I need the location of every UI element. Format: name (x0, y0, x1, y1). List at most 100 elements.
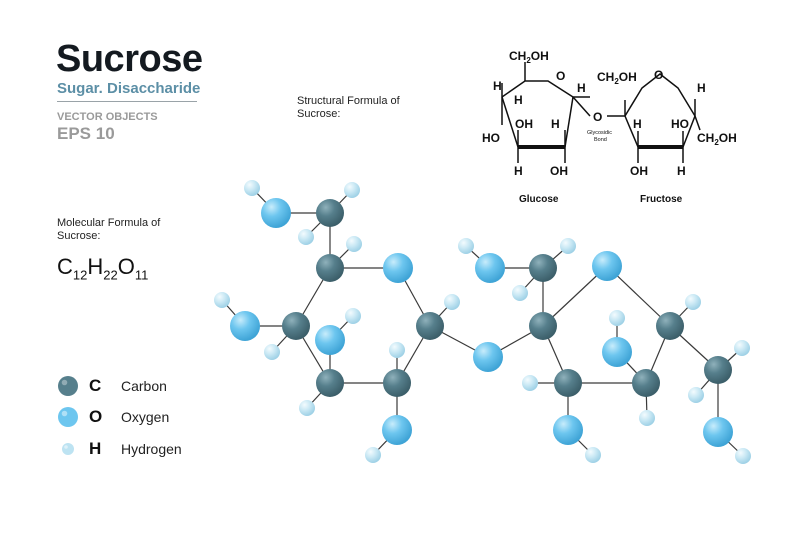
fructose-h-label: H (633, 117, 642, 131)
oxygen-atom (261, 198, 291, 228)
hydrogen-atom (444, 294, 460, 310)
legend-symbol: C (89, 376, 102, 395)
legend-item-carbon: C Carbon (57, 376, 217, 398)
formula-carbon: C (57, 254, 73, 279)
hydrogen-atom (609, 310, 625, 326)
oxygen-atom (703, 417, 733, 447)
glucose-oh-label: OH (515, 117, 533, 131)
hydrogen-atom (734, 340, 750, 356)
glucose-ring-top (501, 80, 574, 98)
oxygen-atom (592, 251, 622, 281)
glucose-ch2oh-label: CH2OH (509, 49, 549, 65)
carbon-atom (529, 312, 557, 340)
glucose-h-label: H (514, 164, 523, 178)
page-subtitle: Sugar. Disaccharide (57, 80, 201, 97)
molecular-label-line2: Sucrose: (57, 230, 101, 242)
fructose-ch2oh-right-label: CH2OH (697, 131, 737, 147)
carbon-atom (656, 312, 684, 340)
structural-label-line2: Sucrose: (297, 108, 341, 120)
carbon-atom (383, 369, 411, 397)
hydrogen-atom (365, 447, 381, 463)
eps-label: EPS 10 (57, 124, 115, 143)
fructose-h-label: H (677, 164, 686, 178)
glucose-ho-label: HO (482, 131, 500, 145)
hydrogen-atom (685, 294, 701, 310)
legend-name: Carbon (121, 378, 167, 394)
molecular-label-line1: Molecular Formula of (57, 217, 161, 229)
hydrogen-atom (585, 447, 601, 463)
glycosidic-oxygen: O (593, 110, 602, 124)
hydrogen-atom (688, 387, 704, 403)
oxygen-atom-icon (58, 407, 78, 427)
title-divider (57, 101, 197, 102)
carbon-atom (529, 254, 557, 282)
oxygen-atom (553, 415, 583, 445)
legend-name: Hydrogen (121, 441, 182, 457)
glucose-h-label: H (551, 117, 560, 131)
oxygen-atom (473, 342, 503, 372)
glucose-h-label: H (514, 93, 523, 107)
glycosidic-bond-label: Bond (594, 137, 607, 143)
carbon-atom (316, 199, 344, 227)
structural-formula-label: Structural Formula of Sucrose: (297, 95, 427, 121)
legend-symbol: O (89, 407, 103, 426)
carbon-atom (416, 312, 444, 340)
hydrogen-atom (264, 344, 280, 360)
hydrogen-atom (512, 285, 528, 301)
page-title: Sucrose (56, 38, 203, 80)
fructose-ch2oh-label: CH2OH (597, 70, 637, 86)
carbon-atom (316, 254, 344, 282)
formula-carbon-count: 12 (72, 267, 88, 283)
legend-name: Oxygen (121, 409, 170, 425)
oxygen-atom (230, 311, 260, 341)
fructose-h-label: H (697, 81, 706, 95)
molecular-formula: C12H22O11 (57, 254, 148, 282)
fructose-ring-top (624, 73, 696, 117)
atoms-group (214, 180, 751, 464)
glucose-ring-oxygen: O (556, 69, 565, 83)
formula-oxygen: O (117, 254, 135, 279)
glucose-ring-left (501, 96, 519, 148)
glycosidic-bond-label: Glycosidic (587, 130, 612, 136)
hydrogen-atom (389, 342, 405, 358)
molecular-formula-label: Molecular Formula of Sucrose: (57, 217, 187, 243)
oxygen-atom (382, 415, 412, 445)
hydrogen-atom (244, 180, 260, 196)
hydrogen-atom (639, 410, 655, 426)
hydrogen-atom (298, 229, 314, 245)
vector-objects-label: VECTOR OBJECTS (57, 111, 158, 123)
hydrogen-atom (346, 236, 362, 252)
carbon-atom-icon (58, 376, 78, 396)
carbon-atom (316, 369, 344, 397)
hydrogen-atom (560, 238, 576, 254)
oxygen-atom (383, 253, 413, 283)
carbon-atom (554, 369, 582, 397)
carbon-atom (282, 312, 310, 340)
fructose-ring-oxygen: O (654, 68, 663, 82)
structural-atom-labels: CH2OH O H H H OH H HO H OH O CH2OH O H H… (482, 49, 737, 178)
fructose-ho-label: HO (671, 117, 689, 131)
formula-oxygen-count: 11 (134, 267, 149, 283)
hydrogen-atom (345, 308, 361, 324)
hydrogen-atom (344, 182, 360, 198)
formula-hydrogen-count: 22 (103, 267, 118, 283)
glucose-h-label: H (577, 81, 586, 95)
hydrogen-atom (735, 448, 751, 464)
hydrogen-atom-icon (62, 443, 74, 455)
formula-hydrogen: H (87, 254, 104, 279)
fructose-label: Fructose (640, 194, 683, 205)
glucose-h-label: H (493, 79, 502, 93)
legend-symbol: H (89, 439, 102, 458)
legend-item-oxygen: O Oxygen (57, 407, 217, 429)
glucose-ring-right (564, 96, 574, 148)
hydrogen-atom (214, 292, 230, 308)
carbon-atom (704, 356, 732, 384)
structural-label-line1: Structural Formula of (297, 95, 400, 107)
hydrogen-atom (522, 375, 538, 391)
glucose-oh-label: OH (550, 164, 568, 178)
legend-item-hydrogen: H Hydrogen (57, 439, 217, 461)
oxygen-atom (602, 337, 632, 367)
hydrogen-atom (299, 400, 315, 416)
